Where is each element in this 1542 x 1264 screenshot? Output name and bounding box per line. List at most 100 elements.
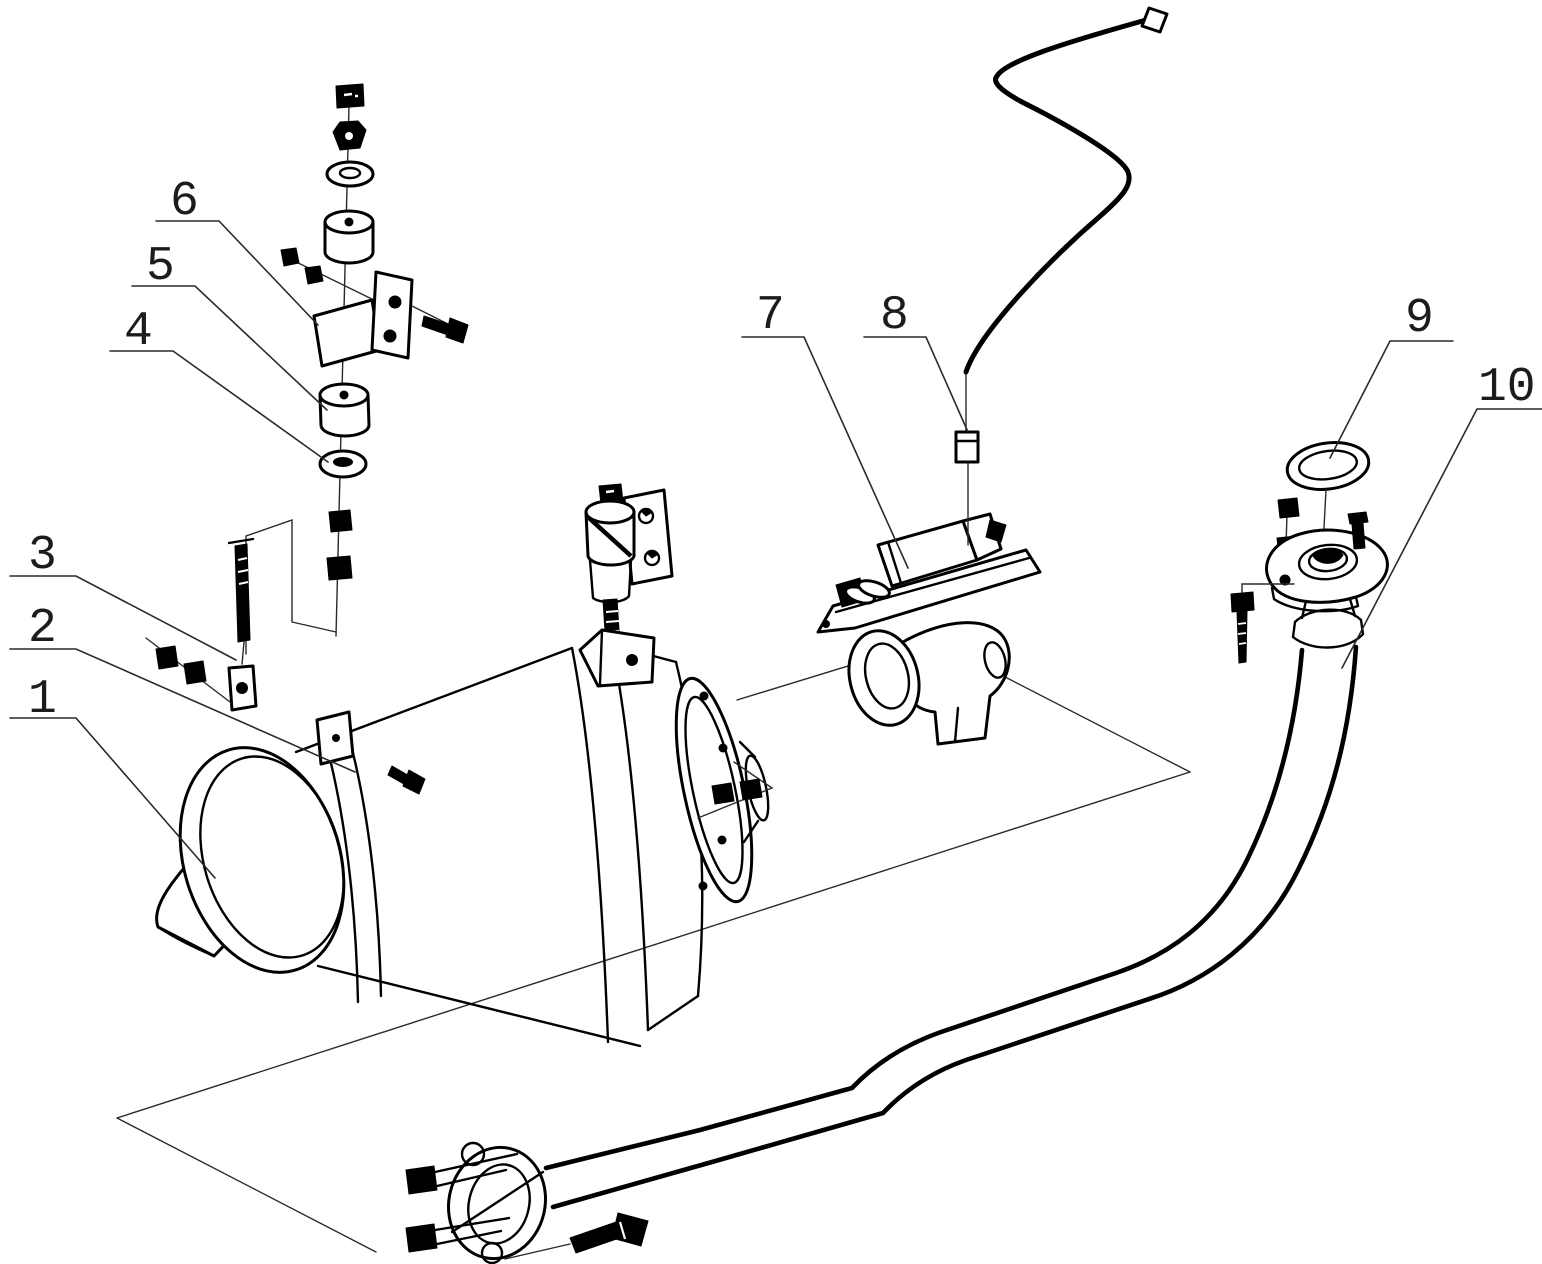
inlet-flange-ear-top	[460, 1141, 486, 1167]
hanger-rod-assembly	[145, 537, 258, 712]
muffler-outlet-flange-inner	[684, 695, 744, 885]
mount-plate-hole-1	[637, 507, 655, 525]
callout-8-leader	[863, 336, 969, 433]
callout-5-leader	[131, 285, 328, 411]
mount-clamp-block	[578, 628, 656, 688]
rod-threads	[237, 557, 249, 585]
rod-shaft	[234, 543, 251, 643]
valve-collar-inner	[863, 642, 911, 710]
rod-nut-2	[183, 660, 207, 685]
flange-hole-left	[1279, 574, 1291, 586]
mount-cylinder-top	[584, 499, 636, 525]
front-pipe-flange-assembly	[1230, 441, 1389, 664]
upper-bushing-hole	[344, 217, 354, 227]
callout-1-leader	[9, 717, 216, 879]
mount-plate-hole-2	[643, 549, 661, 567]
muffler-body-bottom-edge	[316, 964, 642, 1048]
valve-collar-outer	[847, 629, 921, 727]
callout-4-number: 4	[124, 305, 153, 359]
inlet-bolt-a-head	[405, 1165, 438, 1195]
inlet-bolt-b-shaft	[433, 1216, 511, 1246]
inlet-flange-bore	[467, 1163, 531, 1245]
callout-9: 9	[1329, 292, 1454, 459]
muffler-step-edge-2	[610, 643, 650, 1032]
bracket-bolt-head	[445, 317, 469, 344]
pipe-flange-plate	[1265, 528, 1389, 604]
inlet-bolt-b-head	[405, 1223, 438, 1253]
rod-top-cap	[227, 537, 255, 545]
hanger-fastener-stack	[245, 83, 469, 655]
muffler-left-cap-rim	[199, 755, 345, 959]
mount-top-stud-slit	[605, 489, 615, 494]
callout-4-leader	[109, 350, 329, 463]
inlet-flange-seam	[450, 1170, 545, 1234]
callout-3-leader	[9, 575, 237, 661]
pipe-lower-edge	[550, 644, 1359, 1210]
band-clamp-edge-2	[344, 724, 383, 998]
stack-washer-hole	[338, 166, 362, 180]
rod-link-line	[241, 641, 245, 665]
bracket-plate	[370, 270, 414, 360]
cable-end-fitting	[1140, 6, 1169, 34]
mount-clamp-hole	[626, 654, 638, 666]
loose-bolt-guide	[504, 1243, 571, 1260]
flange-bolt-dot-3	[717, 835, 727, 845]
plane-edge-left	[116, 1117, 377, 1253]
actuator-rod-ring-2	[857, 579, 891, 599]
callout-9-leader	[1329, 340, 1454, 459]
flange-bolt-head	[1230, 591, 1255, 613]
lower-bushing-hole	[339, 390, 349, 400]
bracket-screw-2	[304, 265, 324, 285]
callout-2-leader	[9, 648, 356, 773]
muffler-stub-cone	[738, 740, 760, 844]
screws-axis-line	[283, 255, 379, 303]
stack-bolt-head-slit	[343, 92, 358, 98]
callout-5: 5	[131, 240, 328, 411]
pipe-collar	[1291, 608, 1365, 649]
mount-plate-hole-2-shade	[646, 551, 658, 559]
mount-clamp-edge	[598, 628, 604, 686]
lower-washer-hole	[333, 457, 353, 467]
flange-nut-2	[739, 778, 763, 801]
stack-small-nut-2	[326, 555, 353, 581]
callout-6: 6	[155, 175, 319, 326]
callout-6-leader	[155, 220, 319, 326]
muffler-left-cap	[178, 746, 346, 974]
valve-body-notch	[953, 706, 960, 744]
callout-10: 10	[1341, 361, 1542, 669]
flange-bolt-shaft	[1236, 610, 1248, 664]
pipe-stub-shade	[1312, 549, 1344, 564]
rod-nut-1	[155, 645, 179, 670]
callout-10-number: 10	[1478, 361, 1536, 415]
exhaust-front-pipe	[543, 644, 1359, 1210]
stack-axis-line	[335, 105, 350, 637]
rod-clevis-hole	[236, 682, 248, 694]
band-clamp-tab-hole	[332, 734, 340, 742]
callout-1: 1	[9, 673, 216, 879]
flange-bolt-threads	[1237, 622, 1247, 645]
callout-3-number: 3	[28, 529, 57, 583]
flange-gasket-outer	[1285, 441, 1371, 491]
bracket-bolt-axis	[411, 305, 449, 325]
flange-gasket-inner	[1298, 449, 1358, 481]
bracket-screw-1	[280, 247, 300, 267]
bracket-hole-2	[383, 329, 397, 343]
callout-2: 2	[9, 602, 356, 773]
actuator-body-band	[886, 540, 903, 585]
stack-nut-hole	[345, 132, 353, 140]
stack-small-nut-1	[328, 509, 353, 533]
flange-bolt-dot-2	[718, 743, 728, 753]
bracket-hole-1	[388, 295, 402, 309]
inlet-bolt-a-shaft	[433, 1152, 519, 1188]
flange-nut-1	[711, 782, 735, 805]
flange-bolt-dot-4	[698, 881, 708, 891]
cable-adjuster-fitting	[954, 430, 980, 464]
flange-stud-head	[1347, 511, 1369, 525]
loose-bolt-head-line	[618, 1221, 627, 1240]
band-clamp-bolt-head	[402, 769, 426, 795]
flange-bolt-dot-1	[699, 691, 709, 701]
valve-lever-pivot	[822, 620, 830, 628]
control-cable	[954, 6, 1169, 546]
callout-9-number: 9	[1405, 292, 1434, 346]
